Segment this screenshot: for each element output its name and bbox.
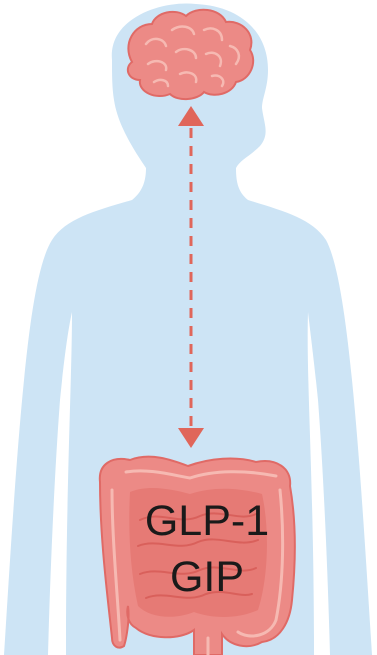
hormone-label-gip: GIP [127, 556, 287, 599]
hormone-label-glp1: GLP-1 [127, 500, 287, 543]
